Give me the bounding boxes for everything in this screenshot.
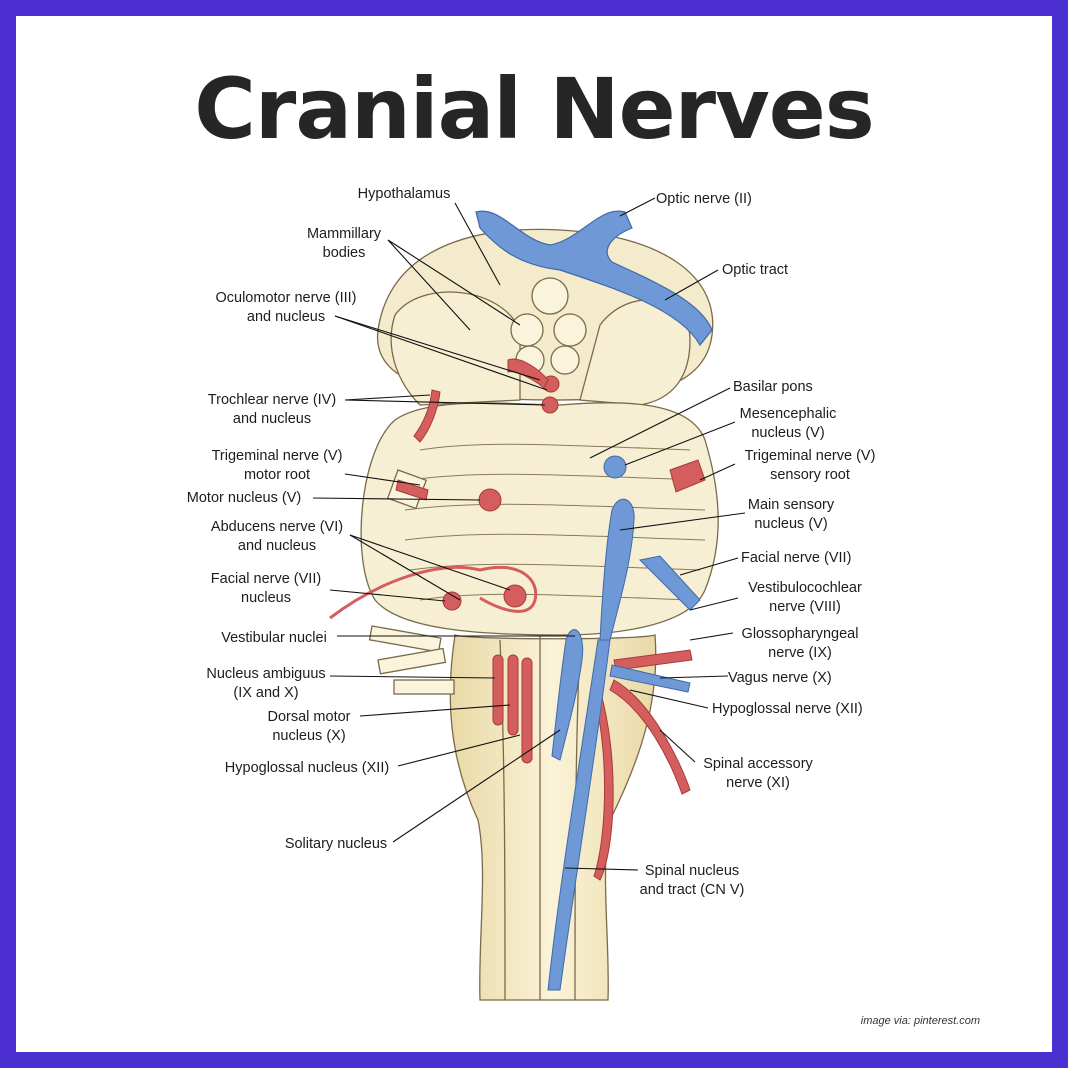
main-sensory-nucleus-shape bbox=[599, 498, 635, 641]
label-optic-nerve: Optic nerve (II) bbox=[656, 191, 752, 207]
label-trigeminal-motor: Trigeminal nerve (V)motor root bbox=[212, 448, 343, 483]
label-hypoglossal-nucleus: Hypoglossal nucleus (XII) bbox=[225, 760, 389, 776]
label-vestibular-nuclei: Vestibular nuclei bbox=[221, 630, 327, 646]
sensory-nuclei bbox=[547, 455, 701, 991]
right-peduncle bbox=[579, 299, 691, 406]
motor-nuclei bbox=[395, 358, 706, 881]
label-facial-nucleus: Facial nerve (VII)nucleus bbox=[211, 571, 321, 606]
labels: Hypothalamus Optic nerve (II) Mammillary… bbox=[187, 186, 876, 898]
label-oculomotor: Oculomotor nerve (III)and nucleus bbox=[215, 290, 356, 325]
label-hypoglossal-nerve: Hypoglossal nerve (XII) bbox=[712, 701, 863, 717]
label-trochlear: Trochlear nerve (IV)and nucleus bbox=[208, 392, 336, 427]
label-facial-nerve: Facial nerve (VII) bbox=[741, 550, 851, 566]
label-abducens: Abducens nerve (VI)and nucleus bbox=[211, 519, 343, 554]
left-peduncle bbox=[390, 291, 521, 406]
pons-shape bbox=[360, 402, 719, 636]
motor-nucleus-v-dot bbox=[478, 488, 502, 512]
label-trigeminal-sensory: Trigeminal nerve (V)sensory root bbox=[745, 448, 876, 483]
label-hypothalamus: Hypothalamus bbox=[358, 186, 451, 202]
abducens-nucleus-dot bbox=[503, 584, 527, 608]
label-optic-tract: Optic tract bbox=[722, 262, 788, 278]
label-basilar-pons: Basilar pons bbox=[733, 379, 813, 395]
leader-lines bbox=[312, 197, 746, 871]
label-motor-nucleus: Motor nucleus (V) bbox=[187, 490, 301, 506]
optic-pathway bbox=[475, 210, 713, 347]
image-credit: image via: pinterest.com bbox=[860, 1015, 980, 1027]
label-nucleus-ambiguus: Nucleus ambiguus(IX and X) bbox=[206, 666, 325, 701]
facial-nerve-loop bbox=[329, 565, 538, 620]
mesencephalic-nucleus-dot bbox=[603, 455, 627, 479]
label-vagus: Vagus nerve (X) bbox=[728, 670, 832, 686]
spinal-trigeminal-tract bbox=[547, 639, 611, 991]
page-title: Cranial Nerves bbox=[194, 60, 875, 158]
label-solitary: Solitary nucleus bbox=[285, 836, 387, 852]
